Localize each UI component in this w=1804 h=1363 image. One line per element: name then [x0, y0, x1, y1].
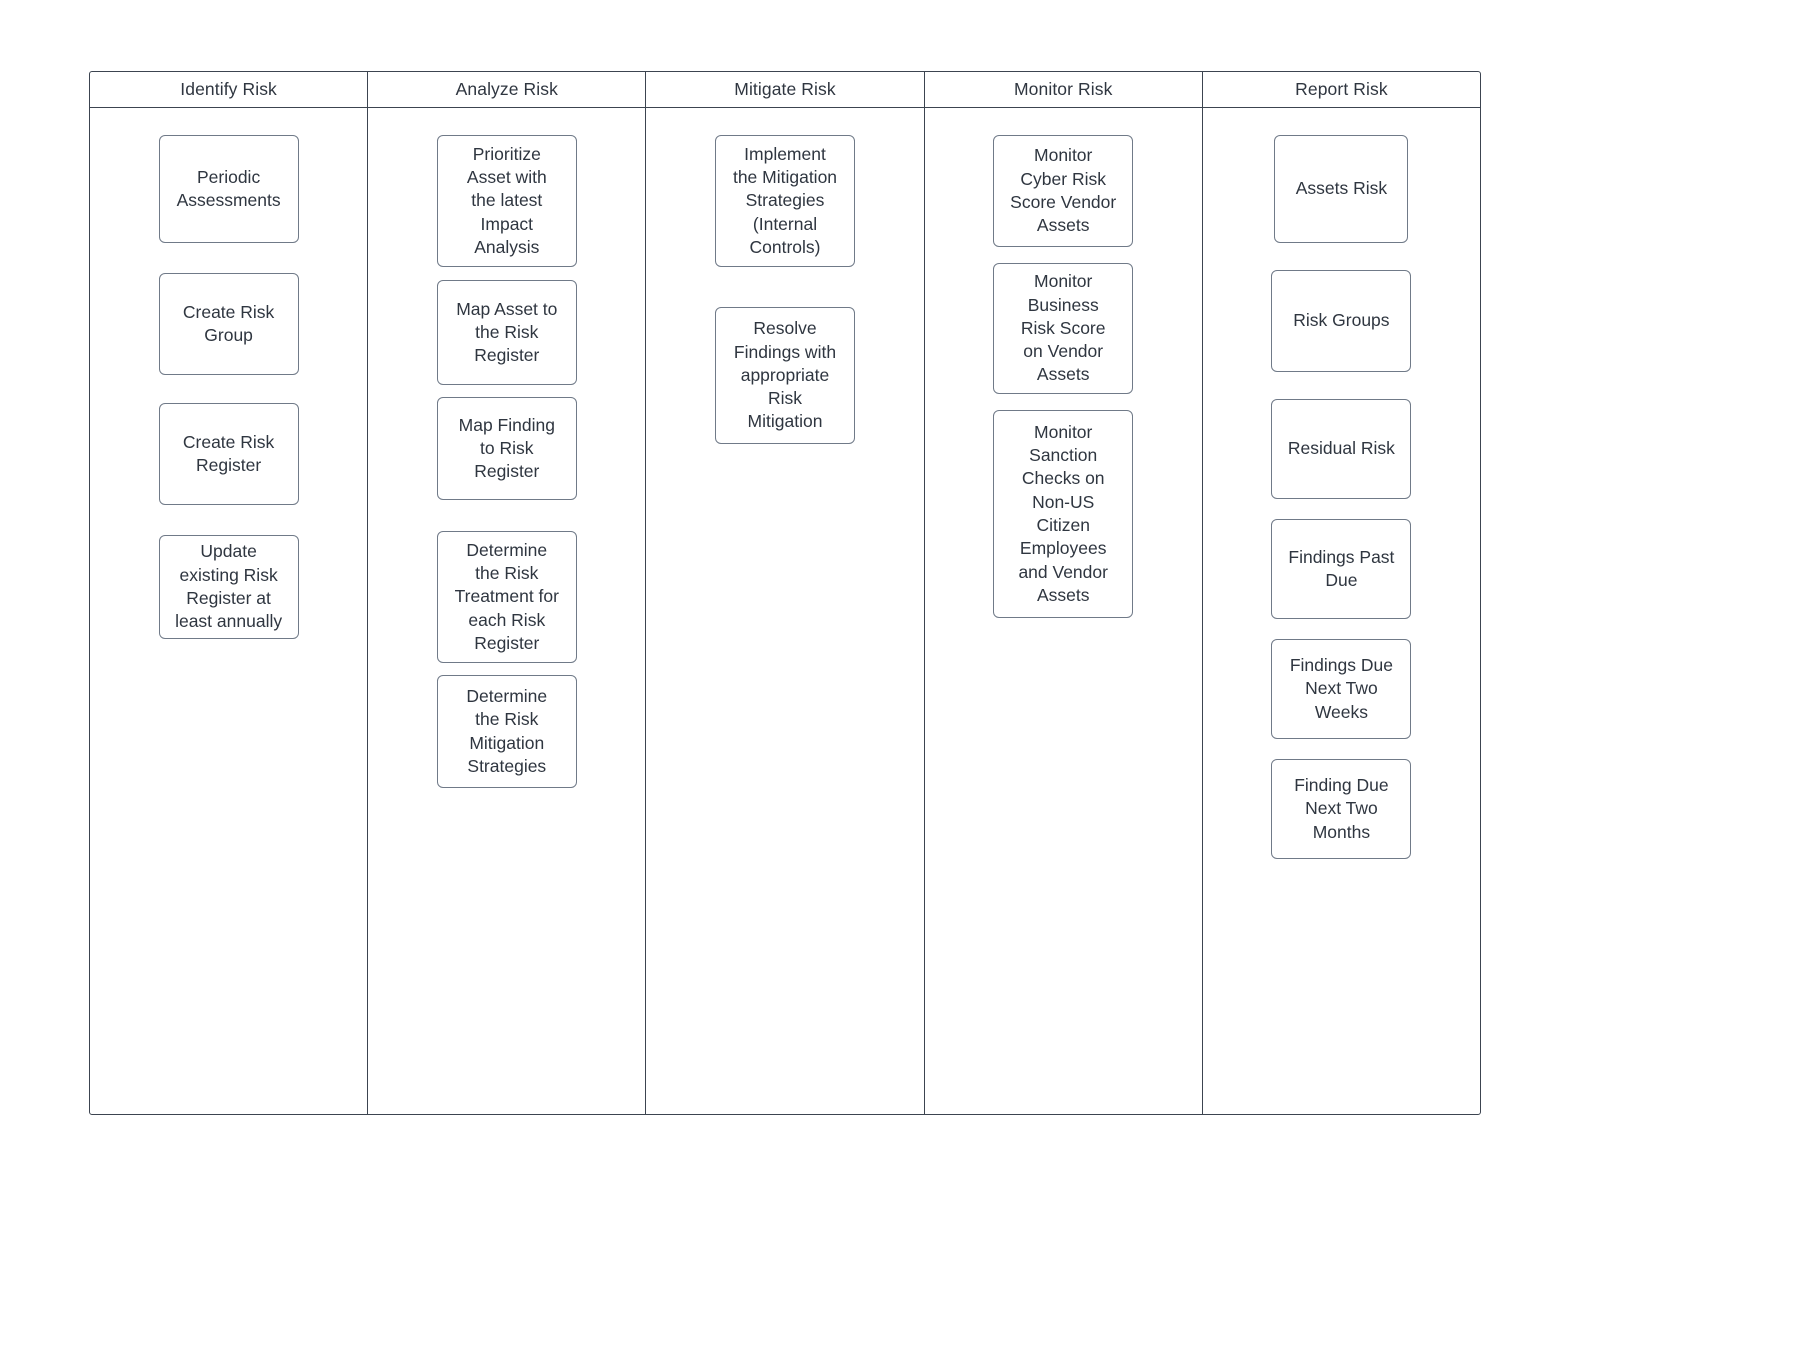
- process-card[interactable]: Monitor Sanction Checks on Non-US Citize…: [993, 410, 1134, 618]
- swimlane-board: Identify Risk Analyze Risk Mitigate Risk…: [89, 71, 1481, 1115]
- lane-header-mitigate-risk[interactable]: Mitigate Risk: [646, 72, 925, 107]
- process-card[interactable]: Prioritize Asset with the latest Impact …: [436, 135, 577, 267]
- process-card[interactable]: Monitor Cyber Risk Score Vendor Assets: [993, 135, 1134, 247]
- lane-title: Mitigate Risk: [734, 79, 836, 99]
- lane-mitigate-risk: Implement the Mitigation Strategies (Int…: [646, 108, 925, 1114]
- lane-header-identify-risk[interactable]: Identify Risk: [90, 72, 369, 107]
- lane-title: Identify Risk: [180, 79, 277, 99]
- process-card[interactable]: Create Risk Register: [158, 403, 299, 505]
- lane-title: Analyze Risk: [455, 79, 558, 99]
- lane-header-row: Identify Risk Analyze Risk Mitigate Risk…: [90, 72, 1480, 108]
- lane-title: Report Risk: [1295, 79, 1388, 99]
- process-card[interactable]: Map Finding to Risk Register: [436, 397, 577, 500]
- process-card[interactable]: Risk Groups: [1271, 270, 1412, 372]
- process-card[interactable]: Findings Past Due: [1271, 519, 1412, 619]
- process-card[interactable]: Assets Risk: [1274, 135, 1409, 243]
- lane-header-monitor-risk[interactable]: Monitor Risk: [925, 72, 1203, 107]
- lane-monitor-risk: Monitor Cyber Risk Score Vendor Assets M…: [925, 108, 1203, 1114]
- process-card[interactable]: Create Risk Group: [158, 273, 299, 375]
- lane-header-analyze-risk[interactable]: Analyze Risk: [368, 72, 647, 107]
- lane-report-risk: Assets Risk Risk Groups Residual Risk Fi…: [1203, 108, 1480, 1114]
- process-card[interactable]: Findings Due Next Two Weeks: [1271, 639, 1412, 739]
- process-card[interactable]: Update existing Risk Register at least a…: [158, 535, 299, 639]
- lane-header-report-risk[interactable]: Report Risk: [1203, 72, 1480, 107]
- process-card[interactable]: Determine the Risk Mitigation Strategies: [436, 675, 577, 788]
- process-card[interactable]: Residual Risk: [1271, 399, 1412, 499]
- lane-title: Monitor Risk: [1013, 79, 1113, 99]
- lane-identify-risk: Periodic Assessments Create Risk Group C…: [90, 108, 369, 1114]
- process-card[interactable]: Periodic Assessments: [158, 135, 299, 243]
- lane-analyze-risk: Prioritize Asset with the latest Impact …: [368, 108, 647, 1114]
- process-card[interactable]: Monitor Business Risk Score on Vendor As…: [993, 263, 1134, 394]
- process-card[interactable]: Determine the Risk Treatment for each Ri…: [436, 531, 577, 663]
- lane-body-row: Periodic Assessments Create Risk Group C…: [90, 108, 1480, 1114]
- process-card[interactable]: Implement the Mitigation Strategies (Int…: [715, 135, 855, 267]
- process-card[interactable]: Resolve Findings with appropriate Risk M…: [715, 307, 855, 444]
- process-card[interactable]: Map Asset to the Risk Register: [436, 280, 577, 385]
- process-card[interactable]: Finding Due Next Two Months: [1271, 759, 1412, 859]
